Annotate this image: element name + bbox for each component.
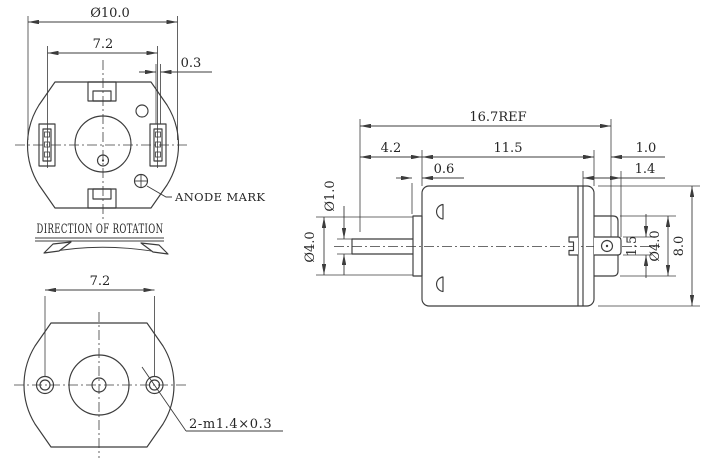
dim-body-height-label: 8.0 [672, 236, 687, 257]
top-terminal-tab [87, 81, 117, 102]
dim-terminal-thickness: 0.3 [139, 56, 212, 75]
hole-inner [148, 379, 161, 391]
brush-slot [155, 141, 161, 148]
thread-callout: 2-m1.4×0.3 [141, 366, 283, 432]
rear-shaft-center-dot [605, 244, 609, 248]
anode-mark-label: ANODE MARK [174, 190, 265, 204]
rotation-direction-note: DIRECTION OF ROTATION [35, 222, 169, 255]
thread-callout-label: 2-m1.4×0.3 [189, 417, 272, 432]
vent-hole-circle [135, 104, 149, 118]
case-cutout-bottom [435, 276, 444, 293]
side-view: 16.7REF 4.2 11.5 1.0 0.6 1.4 [303, 110, 700, 307]
brush-outer [149, 123, 167, 167]
dim-overall-diameter-label: Ø10.0 [90, 6, 130, 21]
rotation-arrowhead-right [140, 242, 169, 255]
motor-body [421, 185, 595, 307]
dim-rear-boss-diameter-label: Ø4.0 [648, 230, 663, 261]
right-brush-cap [149, 123, 167, 167]
case-cutout-top [435, 203, 444, 220]
dim-body-length-label: 11.5 [494, 141, 523, 156]
dim-shaft-diameter-label: Ø1.0 [323, 180, 338, 211]
rotation-arrowhead-left [43, 241, 72, 254]
front-bearing-boss [412, 215, 423, 277]
anode-leader-line [146, 185, 172, 198]
brush-outer [38, 123, 56, 167]
tab-inner [92, 90, 112, 102]
dim-shaft-length: 4.2 [360, 141, 422, 160]
bearing-boss-circle [68, 354, 130, 416]
output-shaft [351, 238, 414, 255]
dim-hole-span-label: 7.2 [90, 274, 111, 289]
dim-rear-cap: 1.0 [580, 141, 665, 160]
brush-bracket [568, 236, 578, 256]
front-view: ANODE MARK Ø10.0 7.2 0.3 [15, 6, 265, 222]
dim-front-boss-length-label: 0.6 [434, 162, 455, 177]
hole-outer [35, 375, 55, 395]
dim-brush-span: 7.2 [47, 37, 158, 168]
right-mounting-hole [145, 375, 164, 395]
rear-shaft-end-circle [600, 239, 614, 253]
bottom-terminal-tab [87, 188, 117, 209]
tab-inner [92, 188, 112, 200]
dim-rear-boss-length-label: 1.4 [635, 162, 656, 177]
dim-front-boss-diameter: Ø4.0 [303, 216, 413, 276]
brush-inner [153, 128, 163, 162]
brush-slot [44, 141, 50, 148]
rotation-note-label: DIRECTION OF ROTATION [37, 222, 164, 237]
dim-body-height: 8.0 [598, 185, 700, 307]
dim-rear-hub-label: 1.5 [625, 236, 640, 257]
dim-terminal-thickness-label: 0.3 [181, 56, 202, 71]
brush-slot [155, 131, 161, 138]
shaft-center-dot [101, 159, 105, 162]
left-brush-cap [38, 123, 56, 167]
dim-rear-cap-label: 1.0 [636, 141, 657, 156]
dim-body-length: 11.5 [422, 141, 594, 160]
shaft-hole-circle [96, 154, 110, 167]
brush-slot [44, 131, 50, 138]
dim-shaft-length-label: 4.2 [381, 141, 402, 156]
dim-rear-boss-length: 1.4 [583, 162, 665, 181]
shaft-hole-circle [91, 377, 107, 393]
left-mounting-hole [35, 375, 55, 395]
rear-view: 7.2 2-m1.4×0.3 [14, 274, 283, 458]
rotor-boss-circle [74, 115, 132, 173]
dim-rear-boss-diameter: Ø4.0 [620, 215, 676, 277]
anode-mark: ANODE MARK [133, 173, 265, 204]
hole-inner [39, 379, 51, 391]
dim-shaft-diameter: Ø1.0 [323, 180, 354, 275]
brush-slot [155, 151, 161, 158]
dim-overall-diameter: Ø10.0 [27, 6, 178, 140]
dim-brush-span-label: 7.2 [93, 37, 114, 52]
dim-front-boss-diameter-label: Ø4.0 [303, 231, 318, 262]
dim-rear-hub: 1.5 [623, 214, 652, 278]
dim-front-boss-length: 0.6 [396, 162, 464, 181]
leader-line [141, 366, 187, 432]
dim-hole-span: 7.2 [44, 274, 155, 376]
dim-overall-length: 16.7REF [360, 110, 611, 129]
rear-view-outline [23, 322, 175, 448]
brush-slot [44, 151, 50, 158]
brush-inner [42, 128, 52, 162]
hole-outer [145, 375, 164, 395]
front-view-outline [26, 81, 180, 209]
dim-overall-length-label: 16.7REF [469, 110, 526, 125]
